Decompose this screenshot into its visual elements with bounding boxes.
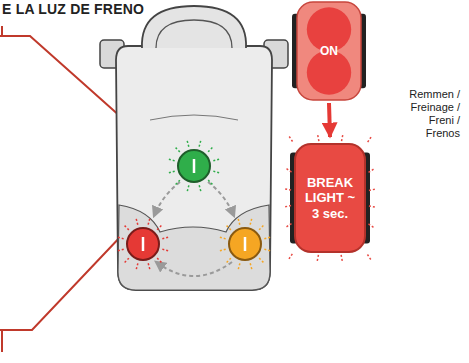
glow-rays: [118, 141, 270, 269]
glow-ray: [220, 249, 226, 251]
glow-ray: [369, 206, 376, 207]
glow-ray: [136, 263, 138, 269]
glow-ray: [118, 237, 124, 239]
glow-ray: [157, 258, 161, 262]
glow-ray: [162, 249, 168, 251]
housing-top: [142, 6, 246, 48]
bracket: [1, 330, 3, 352]
glow-ray: [176, 148, 180, 152]
glow-ray: [187, 141, 189, 147]
light-label: ON: [320, 44, 338, 58]
mode-button-orange: [229, 228, 261, 260]
glow-ray: [264, 249, 270, 251]
glow-ray: [169, 159, 175, 161]
power-symbol: [142, 237, 145, 251]
glow-ray: [250, 263, 252, 269]
heading: E LA LUZ DE FRENO: [2, 1, 144, 17]
power-symbol: [193, 159, 196, 173]
cycle-arrow: [208, 182, 234, 216]
glow-ray: [227, 226, 231, 230]
glow-ray: [367, 255, 371, 261]
light-on: ON: [292, 2, 366, 100]
glow-ray: [118, 249, 124, 251]
brake-light: BREAK LIGHT ~ 3 sec.: [290, 138, 370, 258]
power-symbol: [244, 237, 247, 251]
glow-ray: [220, 237, 226, 239]
glow-ray: [317, 255, 318, 262]
glow-ray: [136, 219, 138, 225]
glow-ray: [286, 224, 292, 228]
cycle-arrow: [154, 182, 180, 216]
glow-ray: [187, 185, 189, 191]
glow-ray: [264, 237, 270, 239]
mode-button-red: [127, 228, 159, 260]
mode-button-green: [178, 150, 210, 182]
sequence-arrow: [329, 103, 330, 137]
light-body: [297, 2, 361, 100]
glow-ray: [284, 206, 291, 207]
glow-ray: [162, 237, 168, 239]
glow-ray: [148, 219, 150, 225]
glow-ray: [238, 219, 240, 225]
glow-ray: [148, 263, 150, 269]
glow-ray: [208, 148, 212, 152]
housing-seam: [150, 115, 238, 120]
glow-ray: [368, 136, 372, 142]
cycle-arrow: [156, 262, 232, 276]
glow-ray: [125, 226, 129, 230]
light-label: BREAK LIGHT ~ 3 sec.: [302, 175, 358, 222]
glow-ray: [286, 168, 292, 172]
glow-ray: [125, 258, 129, 262]
glow-ray: [342, 134, 343, 141]
glow-ray: [369, 169, 375, 173]
glow-ray: [284, 189, 291, 190]
glow-ray: [199, 141, 201, 147]
glow-ray: [289, 136, 293, 142]
glow-ray: [213, 159, 219, 161]
housing-lower: [118, 205, 270, 290]
glow-ray: [341, 255, 342, 262]
glow-ray: [368, 224, 374, 228]
edge-label: Remmen / Freinage / Freni / Frenos: [394, 88, 460, 140]
glow-ray: [199, 185, 201, 191]
glow-ray: [369, 189, 376, 190]
light-body: [295, 144, 365, 252]
glow-ray: [157, 226, 161, 230]
glow-ray: [259, 226, 263, 230]
housing-top-inner: [156, 20, 232, 48]
glow-ray: [213, 171, 219, 173]
housing: [116, 46, 272, 290]
glow-ray: [250, 219, 252, 225]
glow-ray: [238, 263, 240, 269]
glow-ray: [176, 180, 180, 184]
bracket: [1, 26, 3, 36]
glow-ray: [318, 134, 319, 141]
glow-ray: [208, 180, 212, 184]
glow-ray: [288, 254, 292, 260]
glow-ray: [227, 258, 231, 262]
glow-ray: [259, 258, 263, 262]
glow-ray: [169, 171, 175, 173]
